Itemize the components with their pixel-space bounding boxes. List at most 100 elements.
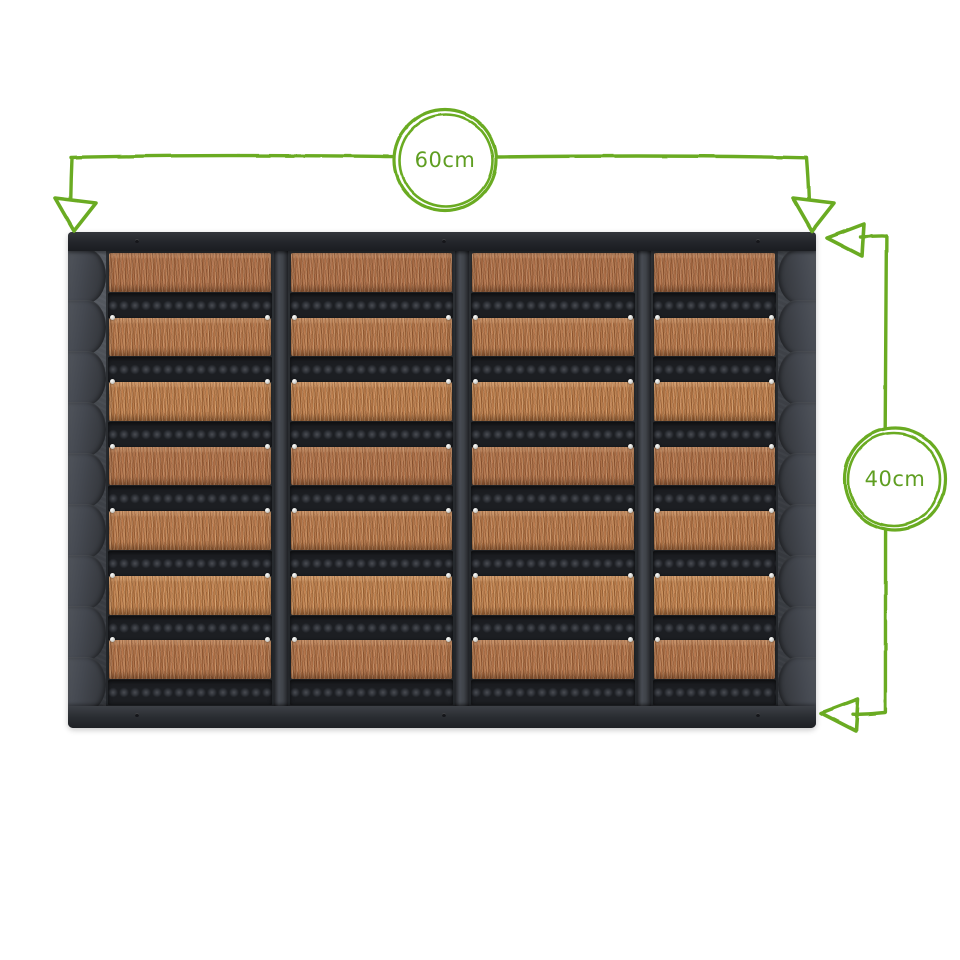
rail-stud: [756, 239, 761, 243]
rail-stud: [135, 239, 140, 243]
brush-strip-unit: [106, 253, 274, 318]
coir-brush-strip: [653, 640, 775, 680]
scallop-bump: [778, 351, 816, 405]
width-right-arrowhead: [791, 196, 836, 233]
coir-brush-strip: [653, 317, 775, 357]
rubber-nub-row: [289, 421, 454, 447]
doormat-product-image: [60, 228, 820, 730]
rubber-nub-row: [289, 292, 454, 318]
coir-brush-strip: [290, 640, 453, 680]
mounting-rivet: [264, 379, 270, 385]
mat-panel-column: [650, 251, 778, 706]
mounting-rivet: [264, 314, 270, 320]
height-dimension-label: 40cm: [864, 467, 926, 491]
scallop-bump: [778, 606, 816, 660]
height-top-arrowhead: [825, 222, 866, 258]
scallop-bump: [778, 657, 816, 708]
rubber-nub-row: [471, 551, 635, 576]
mounting-rivet: [110, 508, 115, 514]
brush-strip-unit: [288, 317, 456, 383]
coir-brush-strip: [653, 511, 775, 551]
doormat-left-scalloped-border: [68, 249, 106, 708]
width-line-right: [495, 154, 808, 160]
scallop-bump: [778, 554, 816, 609]
coir-brush-strip: [109, 640, 271, 680]
rubber-nub-row: [652, 486, 776, 512]
brush-strip-unit: [469, 317, 637, 383]
brush-strip-unit: [651, 317, 778, 383]
mounting-rivet: [291, 443, 297, 449]
rubber-nub-row: [289, 680, 454, 706]
rubber-nub-row: [108, 551, 272, 576]
coir-brush-strip: [109, 317, 271, 357]
rubber-nub-row: [108, 421, 272, 447]
doormat-bottom-rail: [68, 706, 816, 728]
scallop-bump: [68, 300, 106, 354]
rubber-nub-row: [652, 615, 776, 641]
scallop-bump: [778, 504, 816, 558]
doormat-right-scalloped-border: [778, 249, 816, 708]
scallop-bump: [68, 504, 106, 558]
mounting-rivet: [446, 508, 452, 514]
coir-brush-strip: [472, 446, 634, 486]
brush-strip-unit: [469, 511, 637, 576]
scallop-bump: [68, 249, 106, 303]
coir-brush-strip: [109, 511, 271, 551]
mounting-rivet: [654, 443, 660, 449]
coir-brush-strip: [109, 382, 271, 421]
mat-panel-column: [106, 251, 274, 706]
rubber-nub-row: [471, 292, 635, 318]
brush-strip-unit: [106, 640, 274, 706]
rail-stud: [442, 239, 446, 243]
rubber-nub-row: [471, 486, 635, 512]
mounting-rivet: [264, 572, 270, 578]
mounting-rivet: [654, 379, 660, 385]
mounting-rivet: [654, 637, 660, 643]
coir-brush-strip: [472, 640, 634, 680]
mounting-rivet: [291, 508, 297, 514]
doormat-rubber-frame: [68, 232, 816, 728]
scallop-bump: [68, 657, 106, 708]
brush-strip-unit: [469, 446, 637, 512]
coir-brush-strip: [653, 253, 775, 292]
mounting-rivet: [473, 572, 479, 578]
mounting-rivet: [473, 637, 479, 643]
mounting-rivet: [627, 572, 633, 578]
mounting-rivet: [446, 572, 452, 578]
mounting-rivet: [446, 379, 452, 385]
width-right-leg: [804, 156, 811, 200]
mounting-rivet: [110, 379, 115, 385]
brush-strip-unit: [288, 575, 456, 641]
rubber-nub-row: [289, 357, 454, 383]
coir-brush-strip: [109, 253, 271, 292]
scallop-bump: [778, 401, 816, 456]
brush-strip-unit: [106, 575, 274, 641]
coir-brush-strip: [472, 382, 634, 421]
brush-strip-unit: [288, 640, 456, 706]
rubber-nub-row: [471, 680, 635, 706]
rubber-nub-row: [289, 486, 454, 512]
mounting-rivet: [264, 443, 270, 449]
rail-stud: [442, 713, 446, 717]
scallop-bump: [68, 554, 106, 609]
rubber-nub-row: [289, 551, 454, 576]
brush-strip-unit: [288, 511, 456, 576]
panel-divider: [273, 251, 288, 706]
coir-brush-strip: [290, 382, 453, 421]
brush-strip-unit: [469, 382, 637, 447]
width-line-left: [69, 153, 394, 160]
coir-brush-strip: [290, 511, 453, 551]
rubber-nub-row: [652, 680, 776, 706]
coir-brush-strip: [290, 446, 453, 486]
mounting-rivet: [473, 314, 479, 320]
mat-panel-column: [287, 251, 456, 706]
mounting-rivet: [110, 637, 115, 643]
mounting-rivet: [110, 443, 115, 449]
height-top-stub: [859, 234, 888, 239]
rail-stud: [756, 713, 761, 717]
rubber-nub-row: [108, 486, 272, 512]
mounting-rivet: [291, 572, 297, 578]
brush-strip-unit: [288, 446, 456, 512]
mat-panel-column: [469, 251, 637, 706]
width-dimension-label: 60cm: [414, 148, 476, 172]
